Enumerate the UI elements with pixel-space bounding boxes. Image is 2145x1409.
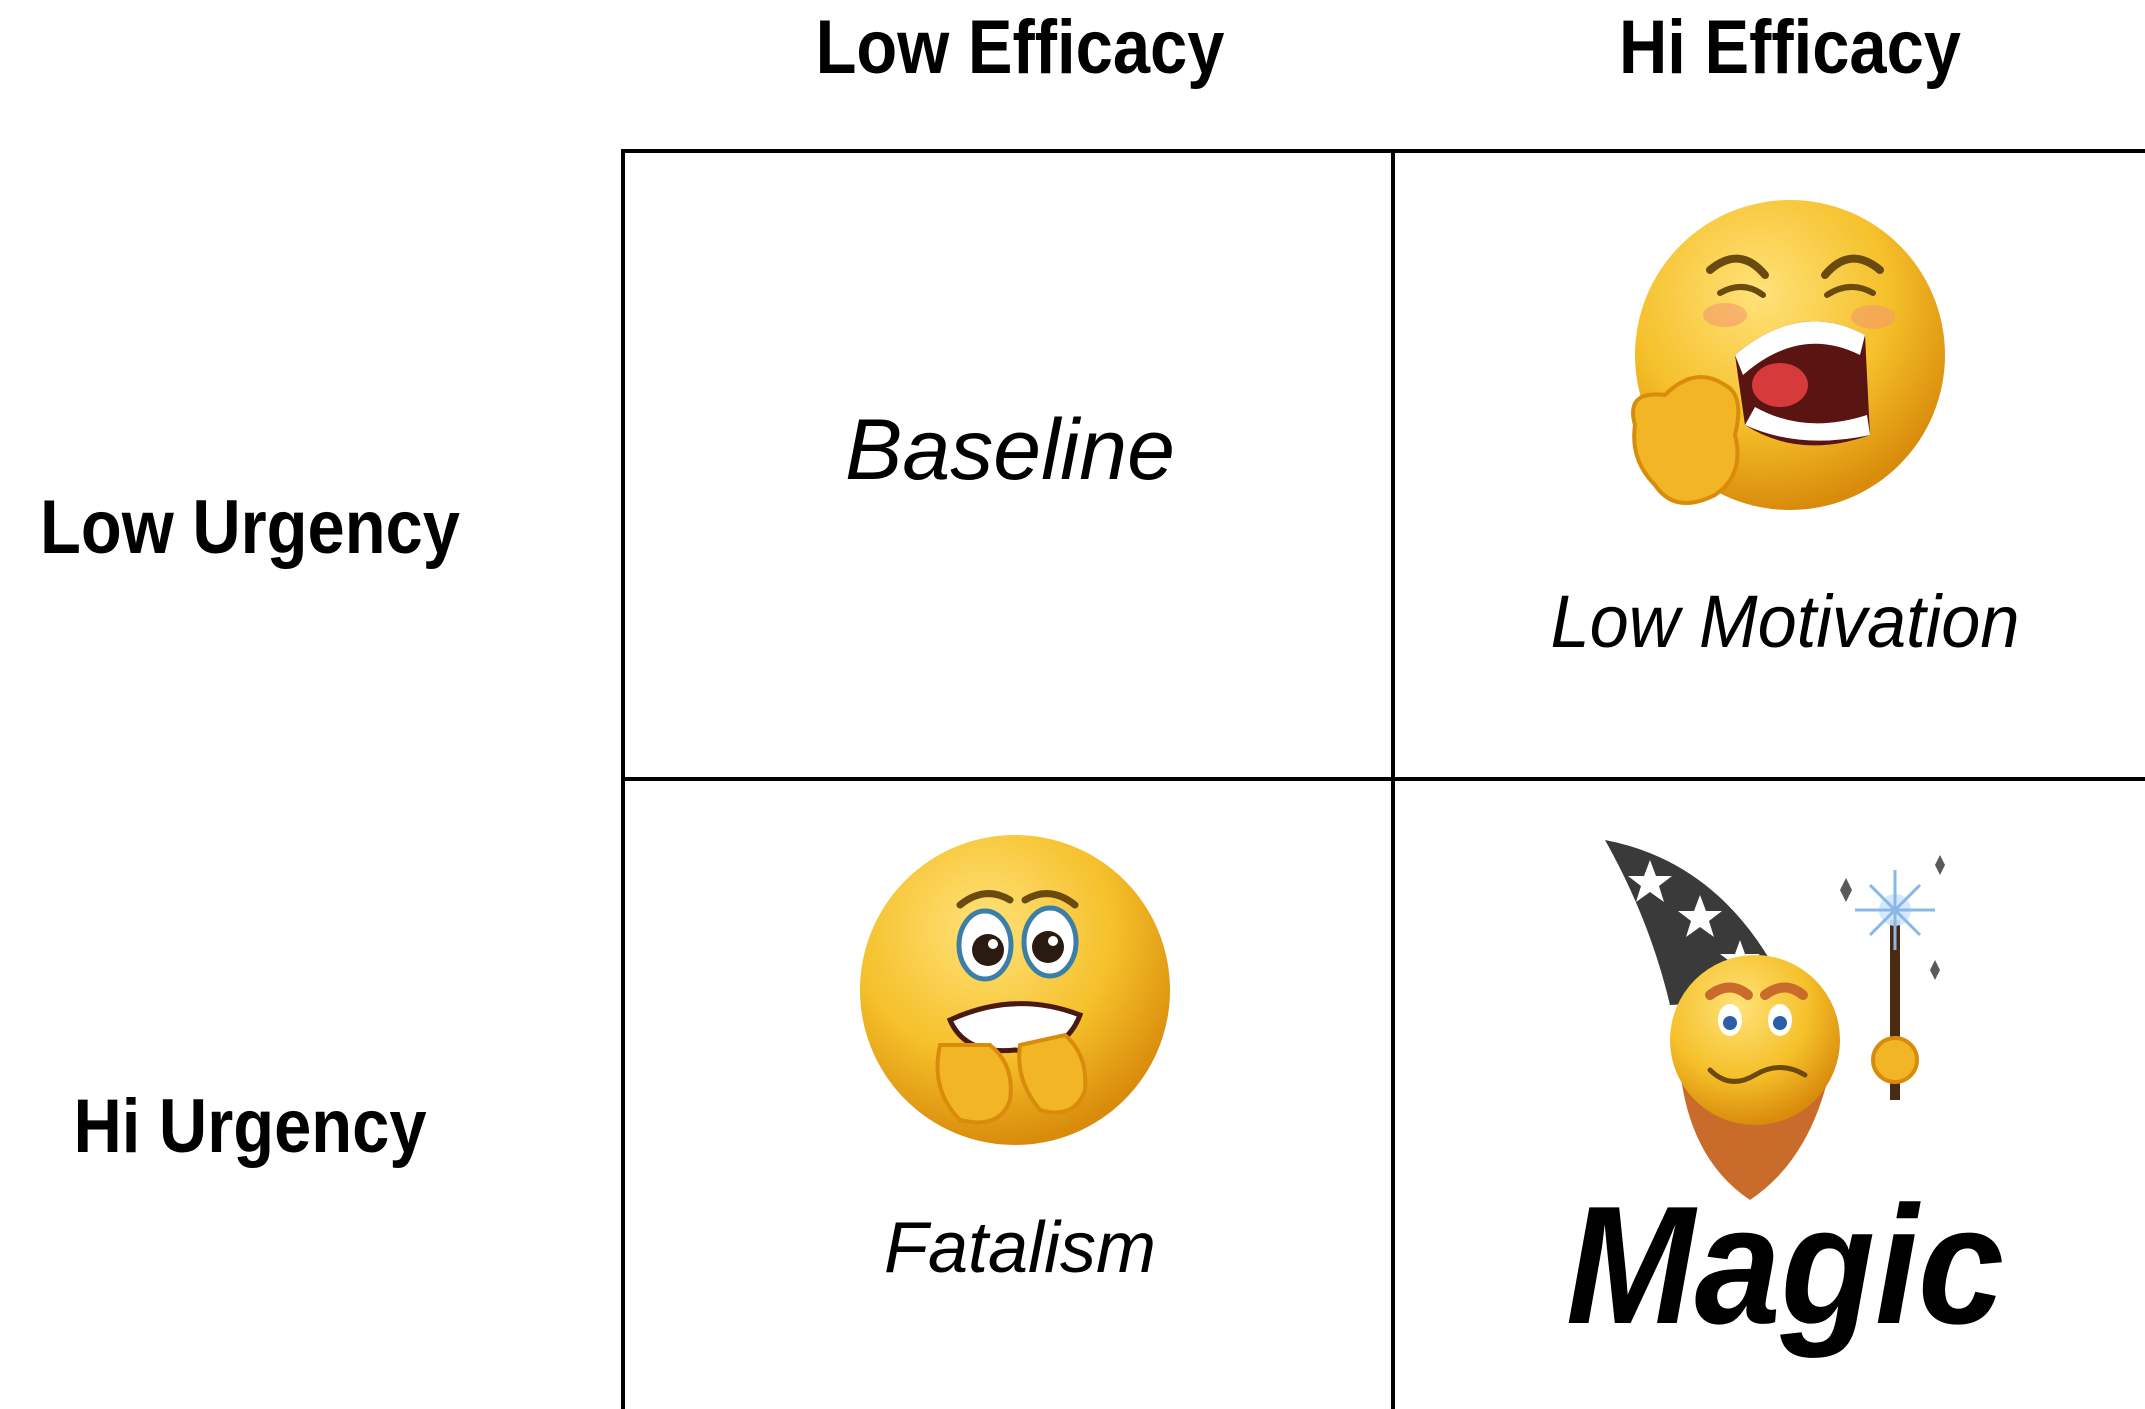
- wizard-face-icon: [1590, 830, 1980, 1230]
- row-header-low-urgency: Low Urgency: [40, 485, 460, 570]
- fearful-face-icon: [850, 830, 1180, 1160]
- yawning-face-icon: [1615, 195, 1945, 525]
- column-header-low-efficacy: Low Efficacy: [815, 5, 1225, 90]
- matrix-horizontal-divider: [621, 777, 2145, 781]
- column-header-hi-efficacy: Hi Efficacy: [1619, 5, 1961, 90]
- cell-label-magic: Magic: [1565, 1171, 2005, 1359]
- cell-label-low-motivation: Low Motivation: [1550, 580, 2020, 663]
- cell-label-fatalism: Fatalism: [883, 1208, 1157, 1288]
- cell-label-baseline: Baseline: [845, 402, 1175, 498]
- row-header-hi-urgency: Hi Urgency: [73, 1084, 427, 1169]
